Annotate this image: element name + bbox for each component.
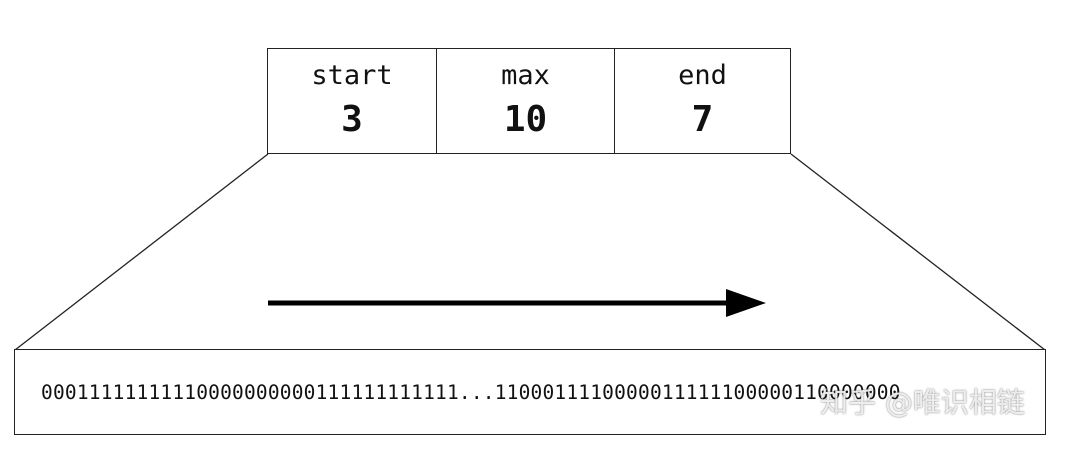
right-expansion-line: [790, 153, 1046, 351]
max-value: 10: [503, 99, 548, 140]
left-expansion-line: [14, 153, 269, 351]
start-value: 3: [341, 99, 363, 140]
end-label: end: [678, 60, 727, 91]
bitmap-box: 00011111111110000000000111111111111...11…: [14, 349, 1046, 435]
end-value: 7: [691, 99, 714, 140]
start-label: start: [311, 60, 393, 91]
max-label: max: [501, 60, 550, 91]
watermark: 知乎 @唯识相链: [820, 386, 1025, 419]
end-cell: end 7: [614, 49, 790, 153]
bitmap-bits: 00011111111110000000000111111111111...11…: [41, 381, 901, 404]
arrow-head: [726, 289, 766, 317]
ring-buffer-header: start 3 max 10 end 7: [267, 48, 791, 154]
start-cell: start 3: [268, 49, 436, 153]
max-cell: max 10: [436, 49, 614, 153]
